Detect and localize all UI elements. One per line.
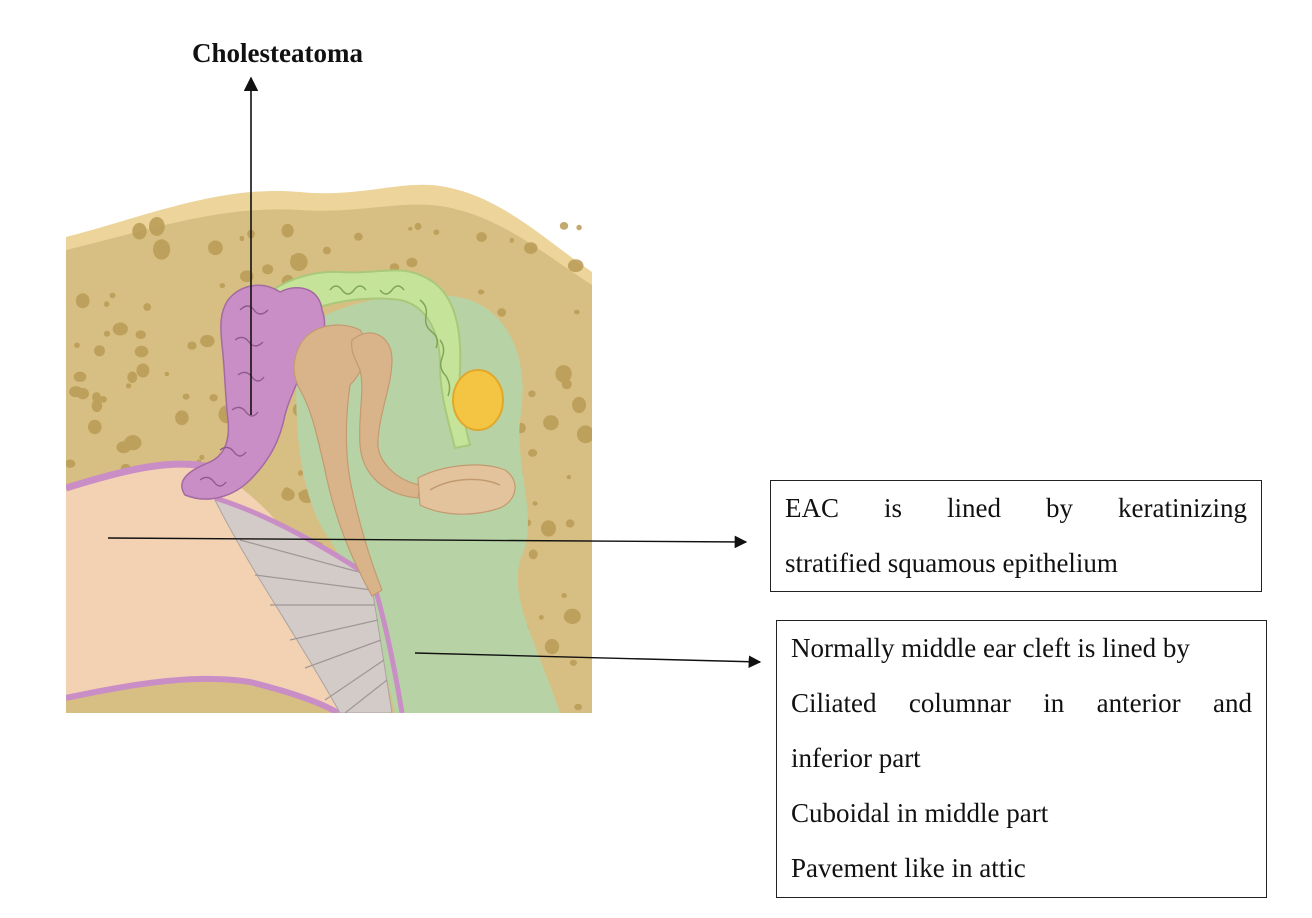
bone-pore — [565, 519, 575, 528]
bone-pore — [221, 712, 225, 713]
bone-pore — [528, 549, 538, 560]
eac-pointer-arrow — [107, 535, 748, 549]
bone-pore — [433, 229, 440, 235]
bone-pore — [135, 330, 146, 340]
tympanic-fibres — [239, 539, 388, 713]
external-auditory-canal — [66, 466, 372, 713]
bone-pore — [104, 301, 110, 307]
bone-pore — [290, 254, 297, 262]
bone-pore — [477, 289, 485, 295]
bone-pore — [88, 419, 102, 435]
bone-pore — [75, 293, 90, 309]
bone-pore — [116, 441, 131, 454]
bone-pore — [281, 223, 294, 238]
bone-pore — [74, 342, 80, 348]
bone-pore — [199, 454, 205, 460]
bone-pore — [91, 399, 103, 413]
bone-pore — [164, 371, 170, 377]
middle-ear-pointer-arrow — [414, 652, 762, 669]
bone-pore — [132, 222, 147, 240]
bone-pore — [566, 475, 572, 480]
bone-pore — [414, 222, 422, 230]
cholesteatoma-folds — [199, 305, 269, 487]
cholesteatoma-mass — [181, 284, 326, 500]
bone-pore — [524, 242, 538, 255]
bone-pore — [239, 235, 245, 242]
bone-pore — [543, 415, 559, 431]
bone-pore — [544, 639, 560, 655]
mec-text-line-3: inferior part — [791, 743, 921, 773]
mec-text-line-5: Pavement like in attic — [791, 853, 1026, 883]
bone-pore — [573, 309, 580, 315]
bone-pore — [561, 593, 567, 598]
bone-pore — [298, 470, 303, 476]
bone-pore — [103, 330, 111, 337]
bone-pore — [182, 393, 190, 400]
bone-pore — [125, 383, 132, 389]
bone-pore — [298, 491, 303, 497]
bone-pore — [94, 345, 105, 357]
eac-text-line-2: stratified squamous epithelium — [785, 548, 1118, 578]
bone-pore — [322, 246, 331, 255]
bone-pore — [262, 264, 274, 275]
bone-pore — [563, 608, 581, 625]
bone-pore — [408, 226, 413, 231]
stapes-arch — [429, 478, 501, 491]
bone-pore — [476, 232, 487, 242]
bone-pore — [572, 396, 587, 414]
bone-pore — [136, 363, 150, 378]
bone-pore — [200, 334, 215, 348]
bone-pore — [143, 303, 152, 311]
bone-pore — [538, 615, 544, 620]
bone-pore — [134, 345, 149, 358]
bone-pore — [528, 390, 536, 398]
bone-pore — [576, 224, 582, 231]
bone-pore — [208, 240, 223, 256]
cholesteatoma-label: Cholesteatoma — [192, 38, 363, 68]
bone-pore — [99, 396, 107, 403]
bone-pore — [574, 703, 582, 711]
bone-pore — [509, 237, 514, 243]
bone-pore — [209, 394, 218, 402]
mec-text-line-4: Cuboidal in middle part — [791, 798, 1049, 828]
eac-lining-textbox: EAC is lined by keratinizing stratified … — [770, 480, 1262, 592]
bone-pore — [155, 241, 161, 246]
anatomy-illustration — [66, 160, 592, 713]
bone-pore — [541, 520, 556, 537]
bone-pore — [219, 283, 226, 289]
bone-pore — [66, 459, 76, 468]
bone-pore — [532, 501, 538, 506]
bone-pore — [127, 371, 138, 384]
eac-lining-lower — [66, 675, 340, 713]
bone-pore — [567, 259, 584, 273]
bone-pore — [149, 217, 165, 236]
stapes — [417, 464, 516, 515]
bone-pore — [112, 322, 128, 336]
mec-text-line-1: Normally middle ear cleft is lined by — [791, 633, 1190, 663]
eac-text-line-1: EAC is lined by keratinizing — [785, 493, 1247, 523]
bone-pore — [73, 371, 87, 382]
bone-pore — [92, 392, 101, 403]
bone-pore — [576, 425, 592, 444]
bone-pore — [497, 308, 507, 317]
bone-pore — [559, 222, 569, 230]
bone-pore — [109, 292, 116, 299]
bone-pore — [354, 232, 363, 241]
bone-pore — [569, 659, 578, 666]
bone-pore — [406, 257, 418, 268]
middle-ear-lining-textbox: Normally middle ear cleft is lined by Ci… — [776, 620, 1267, 898]
bone-pore — [528, 449, 538, 457]
bone-pore — [175, 410, 189, 426]
bone-pore — [69, 386, 83, 398]
bone-pore — [283, 487, 291, 494]
yellow-body — [452, 369, 504, 431]
mec-text-line-2: Ciliated columnar in anterior and — [791, 688, 1252, 718]
bone-pore — [187, 341, 197, 350]
bone-pore — [555, 365, 572, 383]
